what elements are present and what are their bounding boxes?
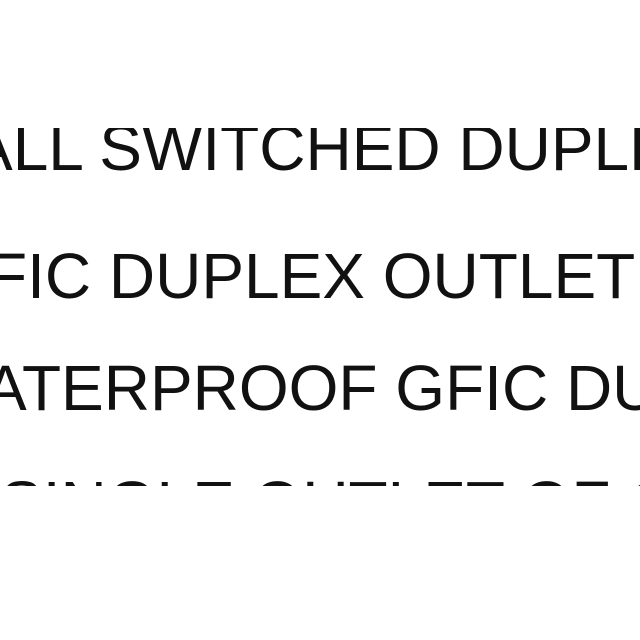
text-line: FIC DUPLEX OUTLET — [0, 240, 636, 306]
text-line: SINGLE OUTLET OF C — [0, 472, 640, 486]
text-line-strip: FIC DUPLEX OUTLET — [0, 236, 640, 306]
text-line-strip: ALL SWITCHED DUPLEX — [0, 128, 640, 184]
text-line: ATERPROOF GFIC DU — [0, 352, 640, 420]
text-line: ALL SWITCHED DUPLEX — [0, 128, 640, 184]
text-line-strip: ATERPROOF GFIC DU — [0, 350, 640, 420]
text-line-strip: SINGLE OUTLET OF C — [0, 470, 640, 486]
